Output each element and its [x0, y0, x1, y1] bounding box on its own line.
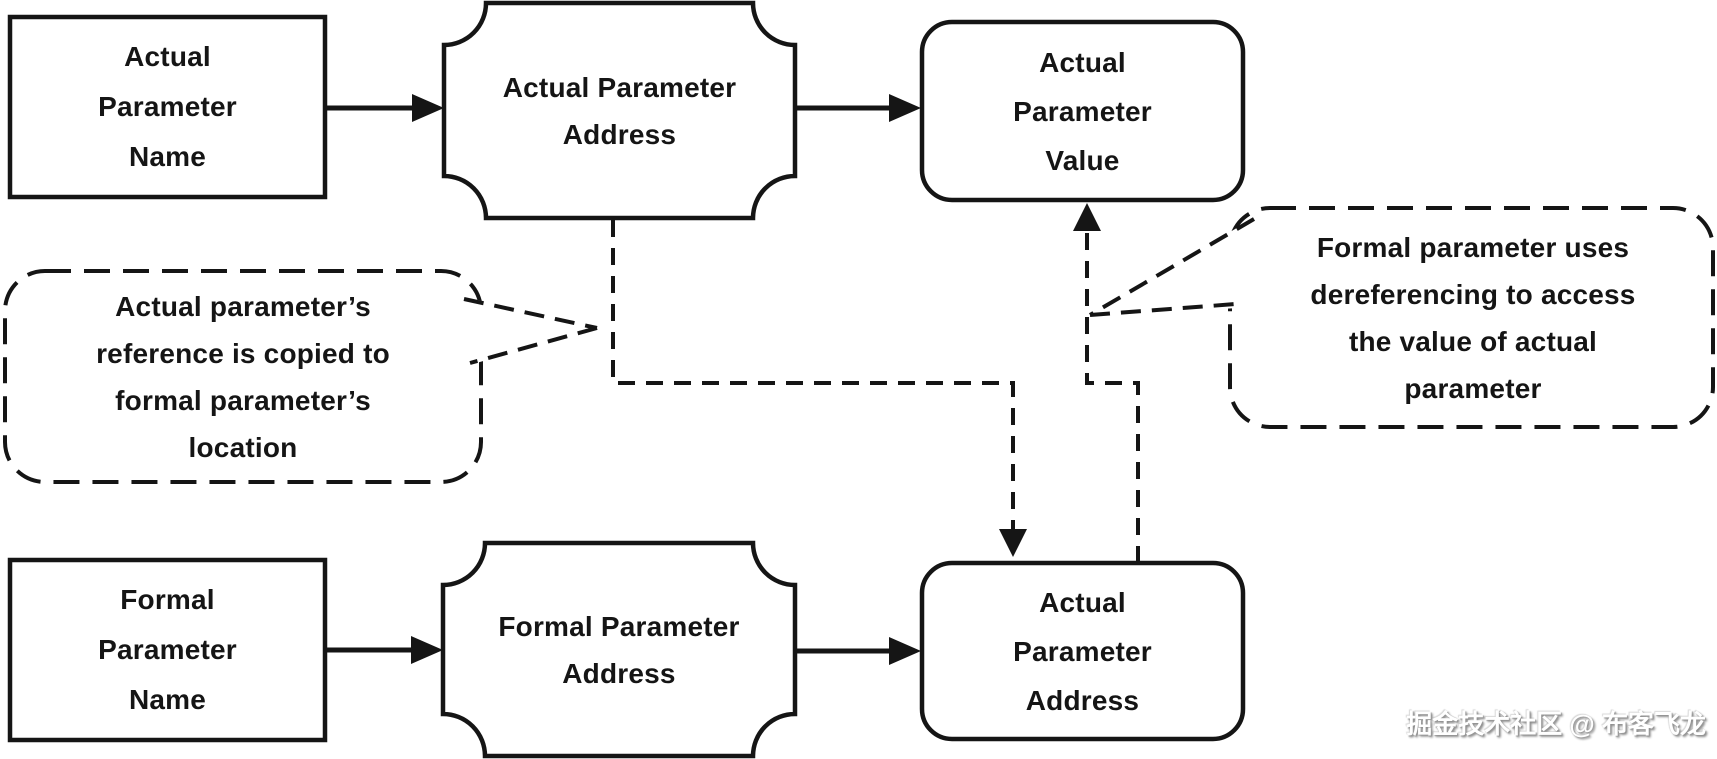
node-actual-parameter-name-shape — [7, 14, 328, 200]
callout-dereference-label: Formal parameter uses dereferencing to a… — [1310, 231, 1636, 404]
node-actual-parameter-value-shape — [919, 19, 1246, 203]
dashed-connector-copy-reference — [611, 220, 1015, 530]
node-formal-parameter-name-shape — [7, 557, 328, 743]
arrowhead-up-icon — [1073, 203, 1101, 231]
node-actual-parameter-address-ref-shape — [919, 560, 1246, 742]
callout-dereference-tail-edges — [1088, 217, 1256, 317]
callout-copy-reference-tail-edges — [463, 297, 598, 365]
node-actual-parameter-name-label: Actual Parameter Name — [98, 41, 237, 172]
callout-copy-reference-label: Actual parameter’s reference is copied t… — [96, 290, 390, 463]
callout-dereference-bubble — [1228, 206, 1715, 429]
callout-copy-reference-tail — [452, 294, 598, 370]
dashed-connector-dereference — [1085, 230, 1140, 563]
arrowhead-right-icon — [412, 94, 444, 122]
callout-copy-reference-bubble — [3, 269, 483, 484]
node-actual-parameter-value-label: Actual Parameter Value — [1013, 46, 1152, 176]
arrowhead-right-icon — [889, 94, 921, 122]
node-formal-parameter-name-label: Formal Parameter Name — [98, 584, 237, 715]
node-formal-parameter-address-label: Formal Parameter Address — [498, 610, 740, 689]
watermark: 掘金技术社区 @ 布客飞龙 — [1406, 708, 1706, 739]
node-actual-parameter-address-ref-label: Actual Parameter Address — [1013, 586, 1152, 716]
node-actual-parameter-address-shape — [441, 0, 798, 221]
arrowhead-down-icon — [999, 529, 1027, 557]
node-formal-parameter-address-shape — [440, 540, 798, 759]
arrowhead-right-icon — [889, 637, 921, 665]
arrowhead-right-icon — [411, 636, 443, 664]
node-actual-parameter-address-label: Actual Parameter Address — [502, 71, 737, 150]
